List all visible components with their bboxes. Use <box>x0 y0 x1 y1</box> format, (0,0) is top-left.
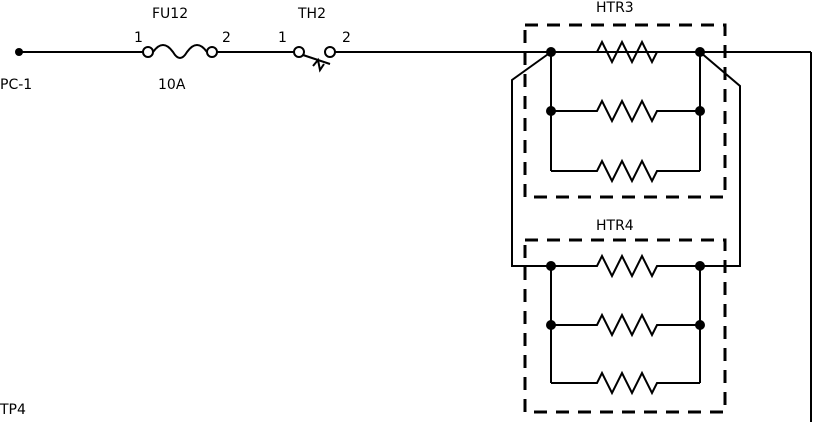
switch-th2: TH2 1 2 <box>278 6 351 73</box>
switch-thermal-mark <box>312 57 325 73</box>
htr4-node-top-right <box>695 261 705 271</box>
htr3-enclosure <box>523 23 727 199</box>
source-label: PC-1 <box>0 77 32 93</box>
htr4-resistor-2 <box>551 312 700 338</box>
link-wire-right <box>699 51 741 267</box>
htr3-node-mid-right <box>695 106 705 116</box>
fuse-name: FU12 <box>152 6 188 22</box>
switch-pin-1-label: 1 <box>278 30 287 46</box>
htr4-node-mid-left <box>546 320 556 330</box>
fuse-terminal-1 <box>142 46 154 58</box>
htr4-resistor-3 <box>551 370 700 396</box>
switch-blade <box>302 54 331 65</box>
htr3-resistor-2 <box>551 98 700 124</box>
htr4-resistor-1 <box>551 253 700 279</box>
switch-pin-2-label: 2 <box>342 30 351 46</box>
htr3-node-mid-left <box>546 106 556 116</box>
fuse-terminal-2 <box>206 46 218 58</box>
fuse-pin-2-label: 2 <box>222 30 231 46</box>
htr4-enclosure <box>523 238 727 414</box>
htr3-resistor-3 <box>551 158 700 184</box>
fuse-element <box>152 44 208 59</box>
htr3-resistor-1 <box>551 39 700 65</box>
fuse-pin-1-label: 1 <box>134 30 143 46</box>
test-point-label: TP4 <box>0 402 26 418</box>
fuse-rating: 10A <box>158 77 186 93</box>
fuse-fu12: FU12 1 2 10A <box>134 6 231 93</box>
switch-terminal-1 <box>293 46 305 58</box>
link-wire-left <box>511 51 552 267</box>
htr4-node-mid-right <box>695 320 705 330</box>
htr4-name: HTR4 <box>596 218 634 234</box>
htr4-node-top-left <box>546 261 556 271</box>
htr3-name: HTR3 <box>596 0 634 16</box>
switch-terminal-2 <box>324 46 336 58</box>
switch-name: TH2 <box>297 6 326 22</box>
